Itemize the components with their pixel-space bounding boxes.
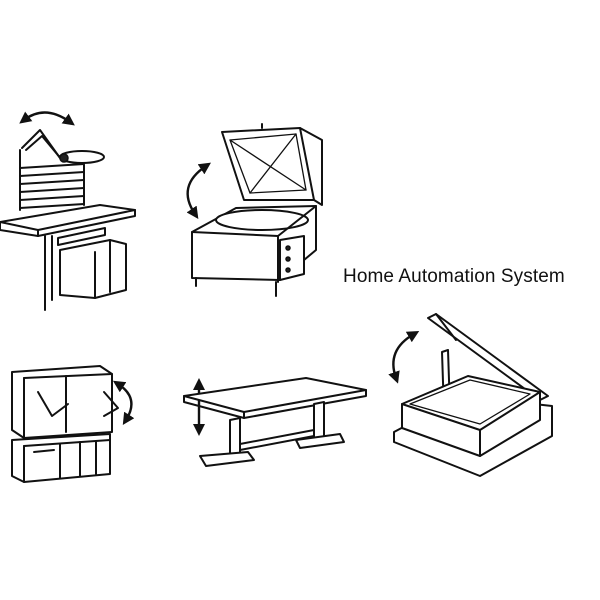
cabinet-icon (11, 365, 135, 483)
lid-box-icon (388, 313, 553, 477)
lift-lid-appliance-icon (186, 123, 323, 297)
adjustable-table-icon (183, 377, 367, 467)
workbench-icon (0, 111, 136, 311)
caption-title: Home Automation System (343, 266, 565, 287)
